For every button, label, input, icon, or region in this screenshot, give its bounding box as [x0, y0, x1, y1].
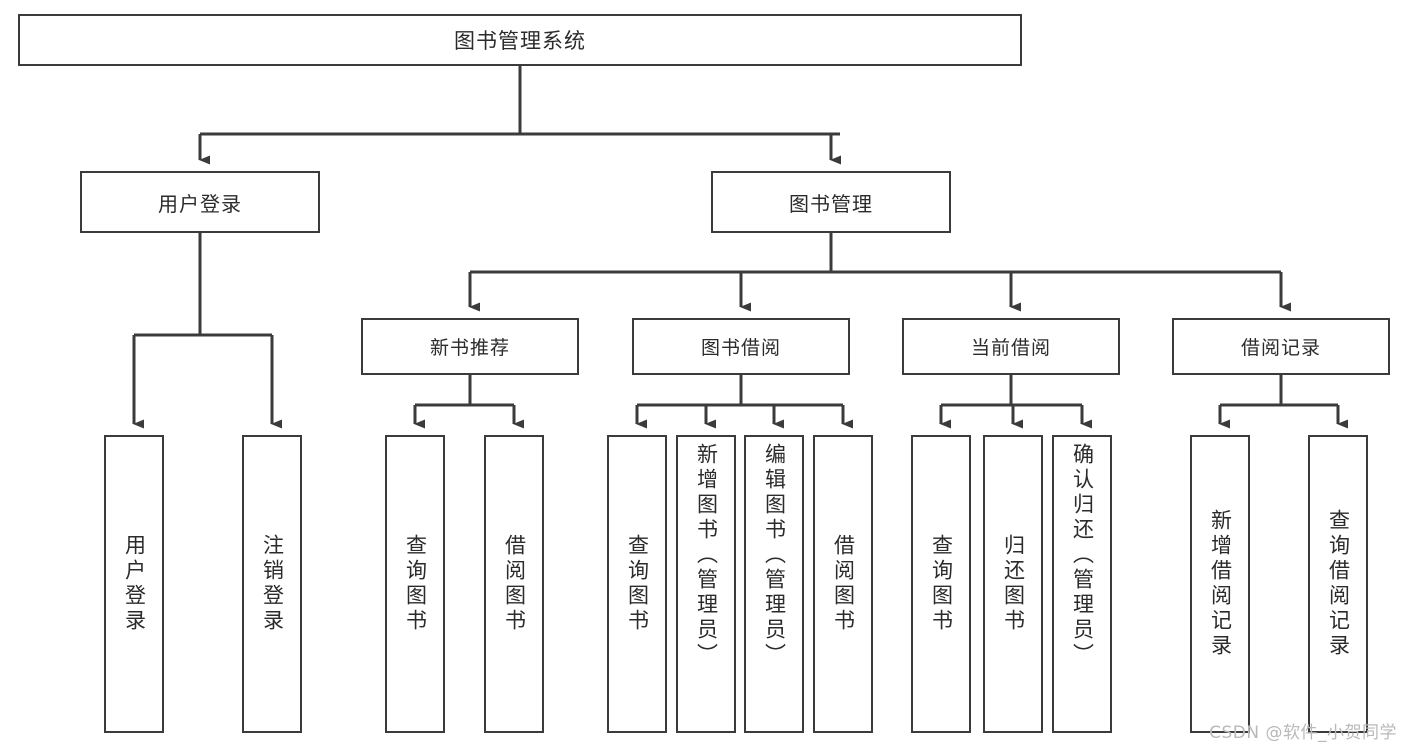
node-book-management[interactable]: 图书管理: [711, 171, 951, 233]
node-leaf-user-login[interactable]: 用户登录: [104, 435, 164, 733]
node-root-label: 图书管理系统: [454, 29, 586, 53]
node-leaf-edit-book-admin-label: 编辑图书（管理员）: [762, 443, 787, 668]
node-leaf-add-borrow-record[interactable]: 新增借阅记录: [1190, 435, 1250, 733]
node-leaf-user-login-label: 用户登录: [122, 534, 147, 634]
node-book-borrow[interactable]: 图书借阅: [632, 318, 850, 375]
node-root[interactable]: 图书管理系统: [18, 14, 1022, 66]
node-leaf-query-book-newbook[interactable]: 查询图书: [385, 435, 445, 733]
node-leaf-query-borrow-record-label: 查询借阅记录: [1326, 509, 1351, 659]
node-leaf-add-book-admin-label: 新增图书（管理员）: [694, 443, 719, 668]
node-leaf-query-book-borrow-label: 查询图书: [625, 534, 650, 634]
node-leaf-borrow-book-label: 借阅图书: [831, 534, 856, 634]
node-leaf-borrow-book[interactable]: 借阅图书: [813, 435, 873, 733]
node-leaf-query-book-newbook-label: 查询图书: [403, 534, 428, 634]
node-leaf-query-book-current-label: 查询图书: [929, 534, 954, 634]
node-leaf-borrow-book-newbook-label: 借阅图书: [502, 534, 527, 634]
node-book-management-label: 图书管理: [789, 191, 873, 216]
node-leaf-query-book-borrow[interactable]: 查询图书: [607, 435, 667, 733]
node-leaf-return-book-label: 归还图书: [1001, 534, 1026, 634]
node-borrow-record-label: 借阅记录: [1240, 337, 1321, 359]
node-borrow-record[interactable]: 借阅记录: [1172, 318, 1390, 375]
node-leaf-confirm-return-admin[interactable]: 确认归还（管理员）: [1052, 435, 1112, 733]
node-leaf-query-borrow-record[interactable]: 查询借阅记录: [1308, 435, 1368, 733]
node-leaf-edit-book-admin[interactable]: 编辑图书（管理员）: [744, 435, 804, 733]
node-user-login-label: 用户登录: [158, 191, 242, 216]
node-current-borrow[interactable]: 当前借阅: [902, 318, 1120, 375]
node-leaf-query-book-current[interactable]: 查询图书: [911, 435, 971, 733]
node-leaf-return-book[interactable]: 归还图书: [983, 435, 1043, 733]
node-leaf-logout-label: 注销登录: [260, 534, 285, 634]
node-leaf-add-book-admin[interactable]: 新增图书（管理员）: [676, 435, 736, 733]
node-book-borrow-label: 图书借阅: [700, 337, 781, 359]
node-leaf-confirm-return-admin-label: 确认归还（管理员）: [1070, 443, 1095, 668]
node-new-book-recommend[interactable]: 新书推荐: [361, 318, 579, 375]
node-user-login[interactable]: 用户登录: [80, 171, 320, 233]
node-new-book-recommend-label: 新书推荐: [429, 337, 510, 359]
node-leaf-logout[interactable]: 注销登录: [242, 435, 302, 733]
node-current-borrow-label: 当前借阅: [970, 337, 1051, 359]
node-leaf-add-borrow-record-label: 新增借阅记录: [1208, 509, 1233, 659]
node-leaf-borrow-book-newbook[interactable]: 借阅图书: [484, 435, 544, 733]
